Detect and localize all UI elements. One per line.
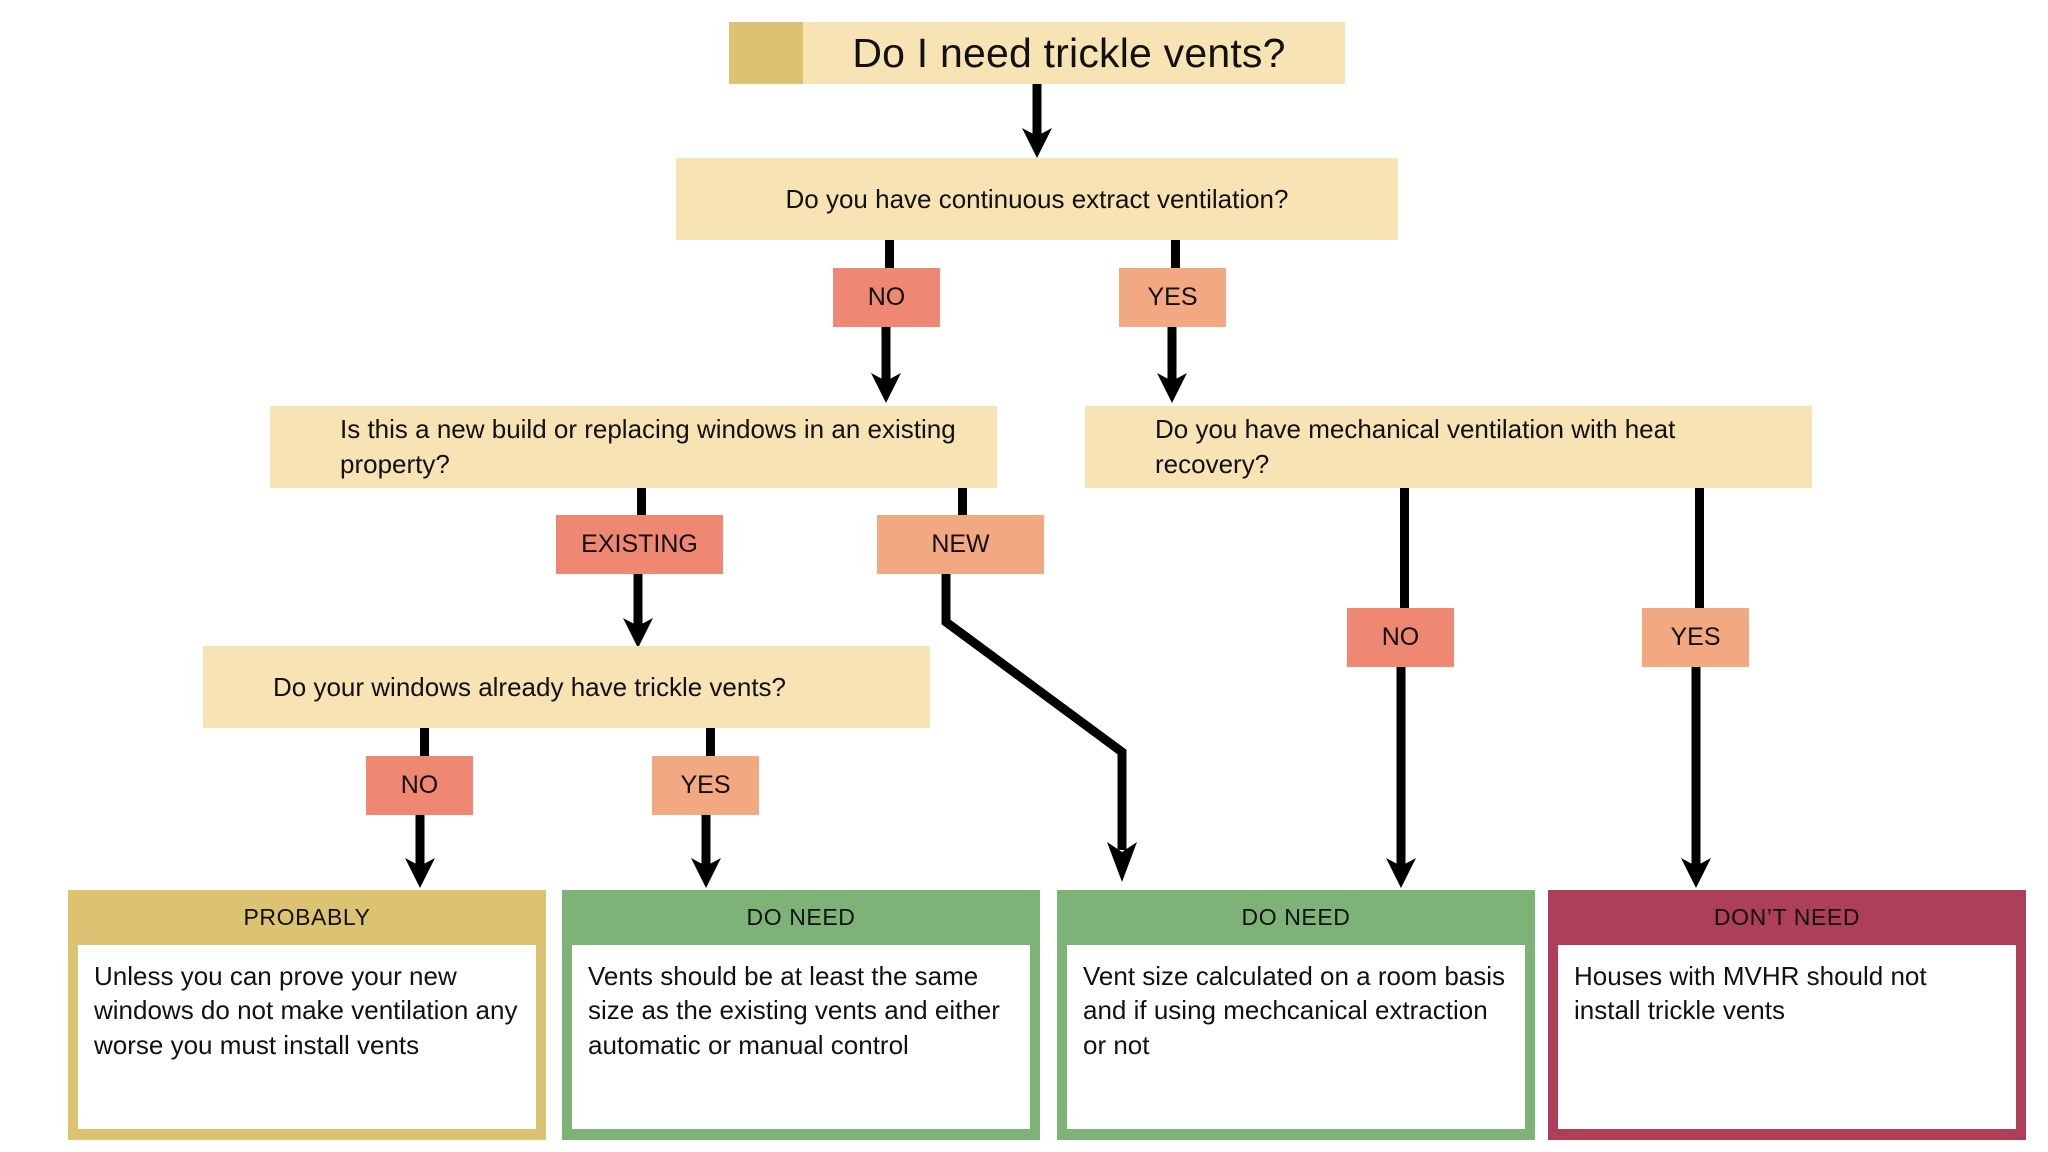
- answer-chip-mvhr-no[interactable]: NO: [1347, 608, 1454, 667]
- answer-chip-existing[interactable]: EXISTING: [556, 515, 723, 574]
- result-card-header: DON’T NEED: [1713, 904, 1861, 930]
- connector-q3no-to-probably: [405, 815, 435, 888]
- question-mvhr: Do you have mechanical ventilation with …: [1085, 406, 1812, 488]
- answer-chip-label: YES: [1670, 623, 1721, 651]
- result-card-body: Vents should be at least the same size a…: [572, 945, 1030, 1129]
- result-card-header: DO NEED: [746, 904, 856, 930]
- result-card-body: Vent size calculated on a room basis and…: [1067, 945, 1525, 1129]
- question-text: Is this a new build or replacing windows…: [340, 414, 956, 479]
- answer-chip-q1-no[interactable]: NO: [833, 268, 940, 327]
- answer-chip-label: NEW: [931, 530, 990, 558]
- result-card-body: Unless you can prove your new windows do…: [78, 945, 536, 1129]
- connector-q3yes-to-do-need: [691, 815, 721, 888]
- connector-q2left-to-new: [958, 488, 967, 515]
- question-text: Do you have mechanical ventilation with …: [1155, 414, 1676, 479]
- connector-mvhryes-to-dont-need: [1681, 667, 1711, 888]
- question-new-build-or-replacing: Is this a new build or replacing windows…: [270, 406, 997, 488]
- question-text: Do your windows already have trickle ven…: [273, 671, 787, 702]
- connector-q2right-to-yes: [1695, 488, 1704, 608]
- answer-chip-label: NO: [400, 771, 439, 799]
- answer-chip-label: YES: [680, 771, 731, 799]
- answer-chip-q3-no[interactable]: NO: [366, 756, 473, 815]
- connector-q3-to-yes: [706, 728, 715, 756]
- answer-chip-new[interactable]: NEW: [877, 515, 1044, 574]
- question-continuous-extract-ventilation: Do you have continuous extract ventilati…: [676, 158, 1398, 240]
- answer-chip-mvhr-yes[interactable]: YES: [1642, 608, 1749, 667]
- answer-chip-label: YES: [1147, 283, 1198, 311]
- chart-title-box: Do I need trickle vents?: [729, 22, 1345, 84]
- connector-q2left-to-existing: [637, 488, 646, 515]
- connector-q2right-to-no: [1400, 488, 1409, 608]
- result-card-do-need-existing: DO NEED Vents should be at least the sam…: [562, 890, 1040, 1140]
- answer-chip-q3-yes[interactable]: YES: [652, 756, 759, 815]
- answer-chip-label: EXISTING: [581, 530, 698, 558]
- connector-existing-to-q3: [623, 574, 653, 648]
- connector-no-to-q2-left: [871, 327, 901, 403]
- connector-new-to-do-need-new: [941, 574, 1137, 882]
- connector-yes-to-q2-right: [1157, 327, 1187, 403]
- question-existing-trickle-vents: Do your windows already have trickle ven…: [203, 646, 930, 728]
- question-text: Do you have continuous extract ventilati…: [785, 183, 1289, 214]
- answer-chip-label: NO: [1381, 623, 1420, 651]
- result-card-do-need-new: DO NEED Vent size calculated on a room b…: [1057, 890, 1535, 1140]
- answer-chip-q1-yes[interactable]: YES: [1119, 268, 1226, 327]
- result-card-probably: PROBABLY Unless you can prove your new w…: [68, 890, 546, 1140]
- result-card-header: PROBABLY: [243, 904, 371, 930]
- connector-q1-to-yes: [1171, 240, 1180, 268]
- result-card-header: DO NEED: [1241, 904, 1351, 930]
- connector-mvhrno-to-do-need-new: [1386, 667, 1416, 888]
- connector-q1-to-no: [885, 240, 894, 268]
- connector-title-to-q1: [1022, 84, 1052, 158]
- page-title: Do I need trickle vents?: [852, 29, 1286, 76]
- connector-q3-to-no: [420, 728, 429, 756]
- result-card-dont-need: DON’T NEED Houses with MVHR should not i…: [1548, 890, 2026, 1140]
- title-color-swatch: [729, 22, 803, 84]
- answer-chip-label: NO: [867, 283, 906, 311]
- result-card-body: Houses with MVHR should not install tric…: [1558, 945, 2016, 1129]
